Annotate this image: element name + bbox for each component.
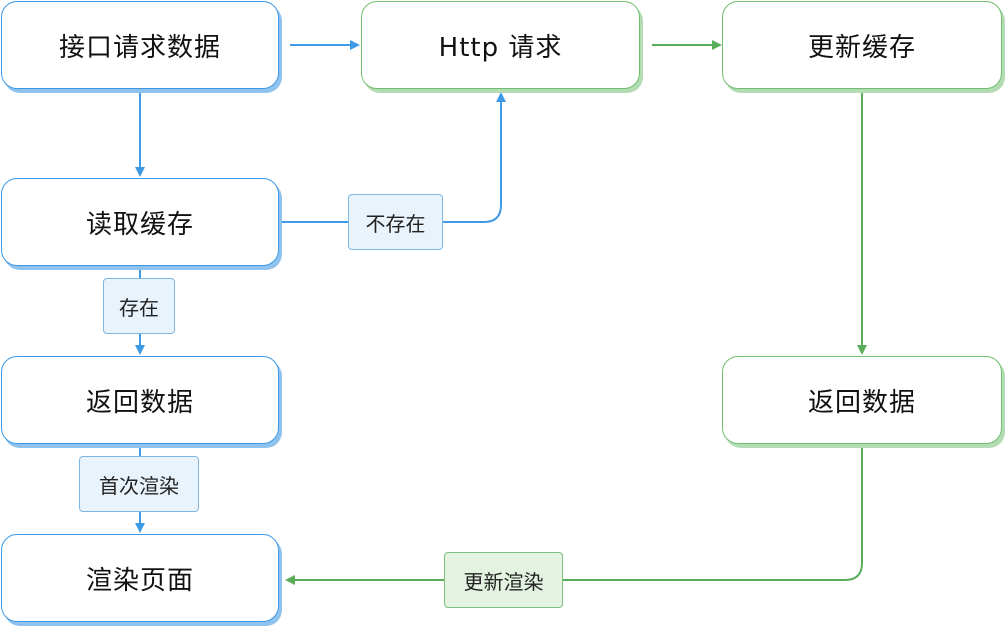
node-read-cache: 读取缓存 — [1, 178, 279, 266]
edge-label-update-render: 更新渲染 — [444, 552, 563, 608]
edge-label-first-render: 首次渲染 — [79, 456, 199, 512]
node-render-page: 渲染页面 — [1, 534, 279, 622]
edge-read-cache-to-http — [282, 92, 506, 223]
node-return-data-right: 返回数据 — [722, 356, 1002, 444]
node-http-request: Http 请求 — [361, 1, 640, 89]
node-update-cache: 更新缓存 — [722, 1, 1002, 89]
node-interface-request: 接口请求数据 — [1, 1, 279, 89]
edge-return-right-to-render — [285, 446, 863, 585]
edge-label-not-exists: 不存在 — [348, 194, 443, 250]
edge-label-exists: 存在 — [103, 278, 175, 334]
node-return-data-left: 返回数据 — [1, 356, 279, 444]
